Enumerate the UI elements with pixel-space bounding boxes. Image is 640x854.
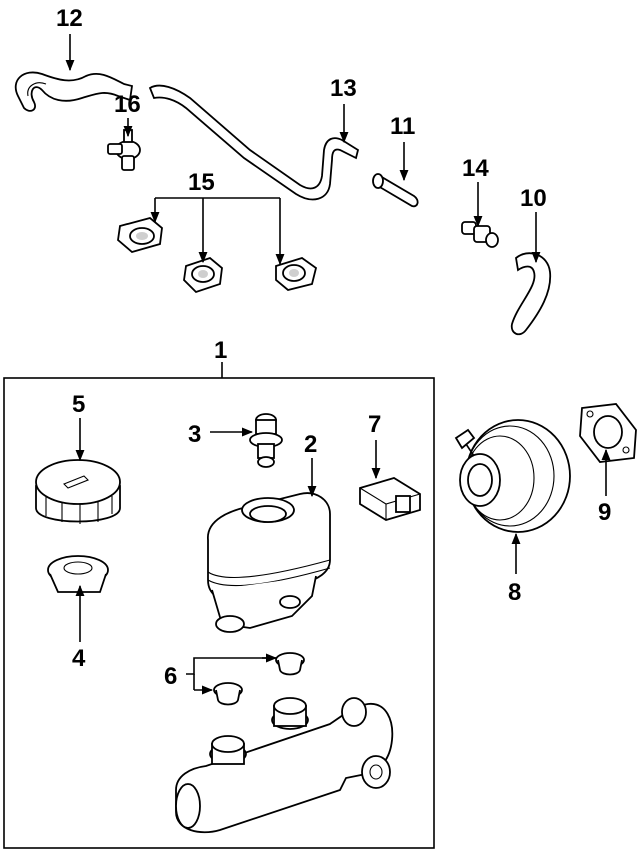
clamp-c xyxy=(275,257,318,291)
callout-10: 10 xyxy=(520,185,547,212)
check-valve-14 xyxy=(461,221,499,248)
callout-15: 15 xyxy=(188,169,215,196)
hose-clamps-15 xyxy=(117,217,318,294)
callout-13: 13 xyxy=(330,75,357,102)
callout-7: 7 xyxy=(368,411,381,438)
reservoir-cap-5 xyxy=(35,459,121,524)
callouts: 12 16 13 11 15 14 10 1 5 3 2 7 4 6 8 9 xyxy=(56,5,611,690)
clamp-a xyxy=(117,217,163,253)
hose-11 xyxy=(372,173,419,208)
check-valve-16 xyxy=(107,129,141,171)
callout-6: 6 xyxy=(164,663,177,690)
gasket-9 xyxy=(579,403,637,463)
brake-booster-8 xyxy=(454,419,571,533)
vacuum-pipe-13 xyxy=(148,84,360,201)
assembly-box xyxy=(3,377,435,849)
callout-5: 5 xyxy=(72,391,85,418)
connector-7 xyxy=(359,477,421,521)
callout-14: 14 xyxy=(462,155,489,182)
callout-3: 3 xyxy=(188,421,201,448)
leader-lines xyxy=(65,34,611,695)
vacuum-hose-12 xyxy=(14,71,134,112)
grommets-6 xyxy=(213,652,305,706)
hose-10 xyxy=(510,252,552,336)
strainer-4 xyxy=(47,555,109,593)
callout-9: 9 xyxy=(598,499,611,526)
master-cylinder-body xyxy=(175,697,394,834)
clamp-b xyxy=(183,256,223,294)
callout-16: 16 xyxy=(114,91,141,118)
callout-1: 1 xyxy=(214,337,227,364)
callout-11: 11 xyxy=(390,113,415,140)
fluid-sensor-3 xyxy=(249,413,283,468)
reservoir-2 xyxy=(207,492,331,633)
callout-8: 8 xyxy=(508,579,521,606)
callout-12: 12 xyxy=(56,5,83,32)
callout-2: 2 xyxy=(304,431,317,458)
callout-4: 4 xyxy=(72,645,86,672)
